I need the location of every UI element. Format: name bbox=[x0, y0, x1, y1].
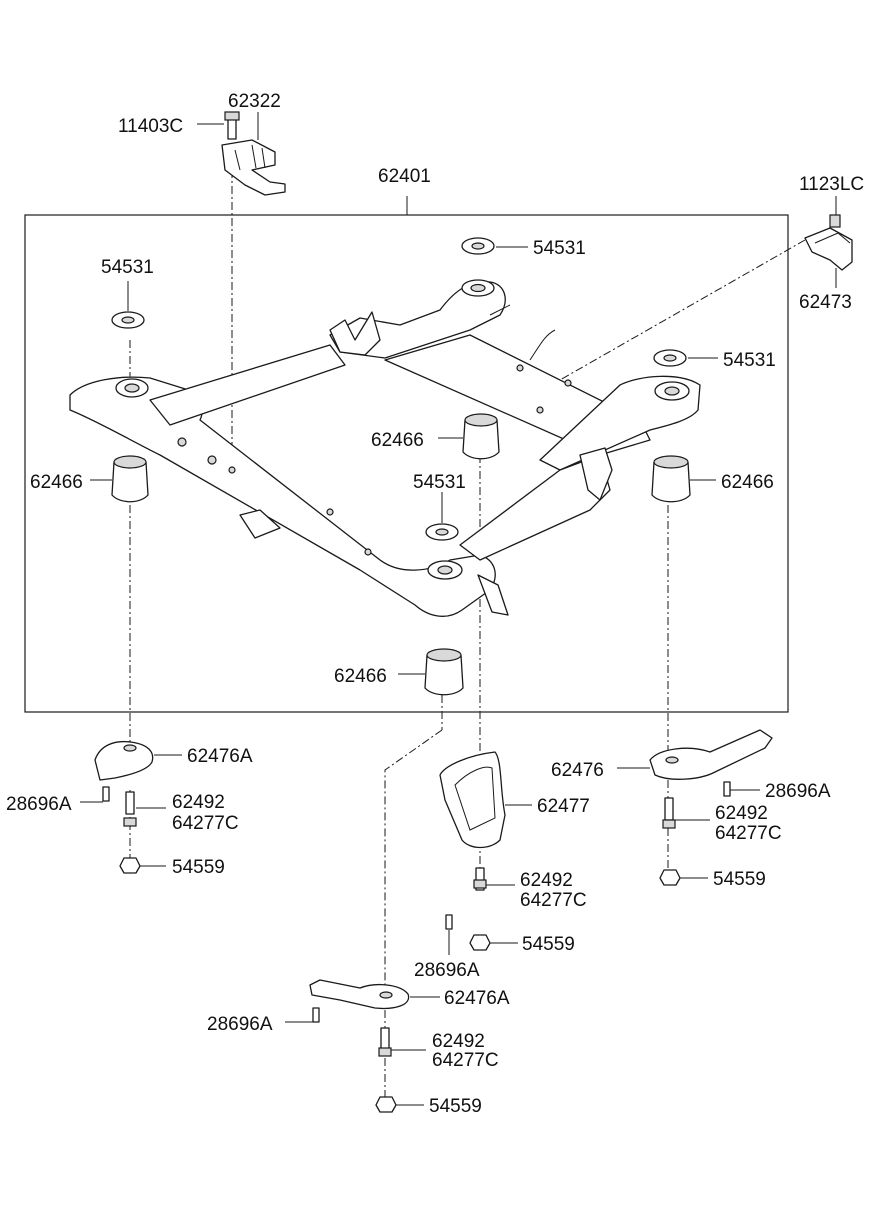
bracket-62473 bbox=[804, 196, 853, 288]
callout-54559-left: 54559 bbox=[172, 857, 225, 878]
callout-54559-right: 54559 bbox=[713, 869, 766, 890]
bushing-62466-left bbox=[90, 455, 149, 503]
callout-62492-center: 62492 bbox=[520, 870, 573, 891]
front-crossmember-subframe bbox=[69, 279, 701, 617]
mount-bracket-62477-center bbox=[439, 751, 532, 955]
callout-64277C-left: 64277C bbox=[172, 813, 239, 834]
callout-62492-lower: 62492 bbox=[432, 1031, 485, 1052]
bracket-62322 bbox=[197, 111, 286, 196]
callout-64277C-lower: 64277C bbox=[432, 1050, 499, 1071]
callout-11403C: 11403C bbox=[118, 116, 183, 137]
callout-62477-center: 62477 bbox=[537, 796, 590, 817]
washer-54531-left bbox=[111, 281, 145, 329]
washer-54531-right bbox=[653, 349, 718, 367]
callout-62466-left: 62466 bbox=[30, 472, 83, 493]
washer-54531-front bbox=[425, 492, 459, 541]
callout-62473: 62473 bbox=[799, 292, 852, 313]
callout-54531-front: 54531 bbox=[413, 472, 466, 493]
callout-54531-right: 54531 bbox=[723, 350, 776, 371]
washer-54531-rear bbox=[461, 237, 528, 255]
callout-28696A-left: 28696A bbox=[6, 794, 72, 815]
callout-54531-left: 54531 bbox=[101, 257, 154, 278]
callout-62492-right: 62492 bbox=[715, 803, 768, 824]
callout-64277C-right: 64277C bbox=[715, 823, 782, 844]
callout-62476-right: 62476 bbox=[551, 760, 604, 781]
callout-62466-center: 62466 bbox=[371, 430, 424, 451]
mount-bracket-62476A-lower bbox=[285, 979, 440, 1113]
callout-labels: 11403C 62322 62401 1123LC 62473 54531 54… bbox=[6, 91, 864, 1117]
callout-54559-lower: 54559 bbox=[429, 1096, 482, 1117]
callout-28696A-lower: 28696A bbox=[207, 1014, 273, 1035]
bushing-62466-front bbox=[398, 648, 464, 696]
callout-1123LC: 1123LC bbox=[799, 174, 864, 195]
callout-28696A-right: 28696A bbox=[765, 781, 831, 802]
callout-54531-rear: 54531 bbox=[533, 238, 586, 259]
callout-54559-center: 54559 bbox=[522, 934, 575, 955]
bushing-62466-right bbox=[651, 455, 716, 503]
callout-62466-right: 62466 bbox=[721, 472, 774, 493]
mount-bracket-62476A-left bbox=[80, 740, 182, 874]
callout-62466-front: 62466 bbox=[334, 666, 387, 687]
callout-28696A-center: 28696A bbox=[414, 960, 480, 981]
callout-62476A-lower: 62476A bbox=[444, 988, 510, 1009]
callout-62492-left: 62492 bbox=[172, 792, 225, 813]
callout-62322: 62322 bbox=[228, 91, 281, 112]
bushing-62466-center bbox=[438, 413, 500, 460]
callout-64277C-center: 64277C bbox=[520, 890, 587, 911]
mount-bracket-62476-right bbox=[617, 729, 773, 886]
callout-62401: 62401 bbox=[378, 166, 431, 187]
callout-62476A-left: 62476A bbox=[187, 746, 253, 767]
